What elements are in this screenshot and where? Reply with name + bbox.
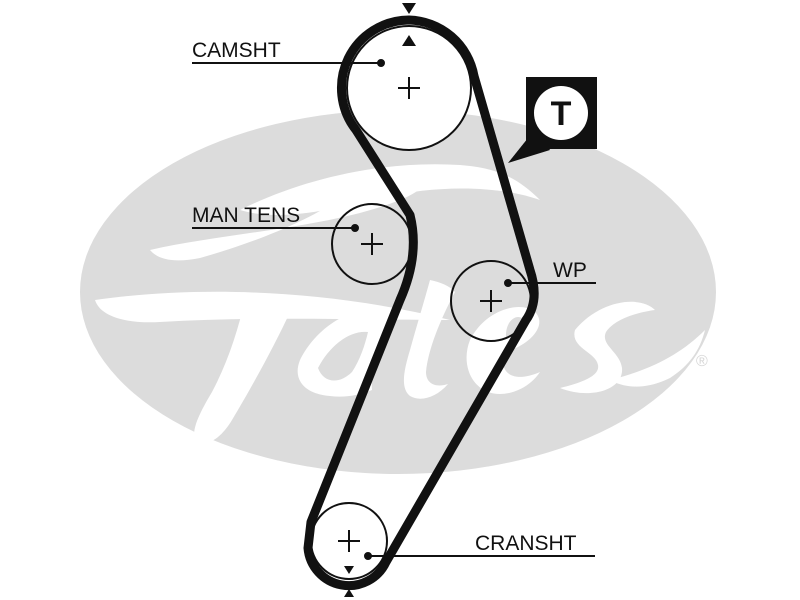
water-pump-leader (504, 279, 596, 287)
tensioner-badge: T (508, 77, 597, 163)
badge-circle (534, 86, 588, 140)
crankshaft-outer-timing-mark-icon (344, 589, 354, 597)
water-pump-label: WP (553, 259, 587, 282)
camshaft-inner-timing-mark-icon (402, 35, 416, 46)
crankshaft-leader (364, 552, 595, 560)
camshaft-outer-timing-mark-icon (402, 3, 416, 14)
tensioner-leader (192, 224, 359, 232)
pulley-centers (338, 77, 502, 552)
timing-marks (344, 3, 416, 597)
watermark-g-stem (194, 300, 290, 444)
timing-belt (303, 15, 539, 591)
leader-lines (192, 59, 596, 560)
camshaft-leader (192, 59, 385, 67)
crankshaft-center-icon (338, 530, 360, 552)
water-pump-center-icon (480, 290, 502, 312)
watermark-tail (610, 330, 705, 387)
registered-mark: ® (696, 353, 708, 370)
watermark-ellipse (80, 110, 716, 474)
gates-watermark: ® (80, 110, 716, 474)
camshaft-center-icon (398, 77, 420, 99)
tensioner-label: MAN TENS (192, 204, 300, 227)
tensioner-center-icon (361, 233, 383, 255)
watermark-letter-s (560, 301, 655, 394)
camshaft-label: CAMSHT (192, 39, 281, 62)
crankshaft-inner-timing-mark-icon (344, 566, 354, 574)
crankshaft-label: CRANSHT (475, 532, 577, 555)
badge-letter: T (551, 95, 572, 133)
watermark-letter-t (403, 280, 455, 399)
